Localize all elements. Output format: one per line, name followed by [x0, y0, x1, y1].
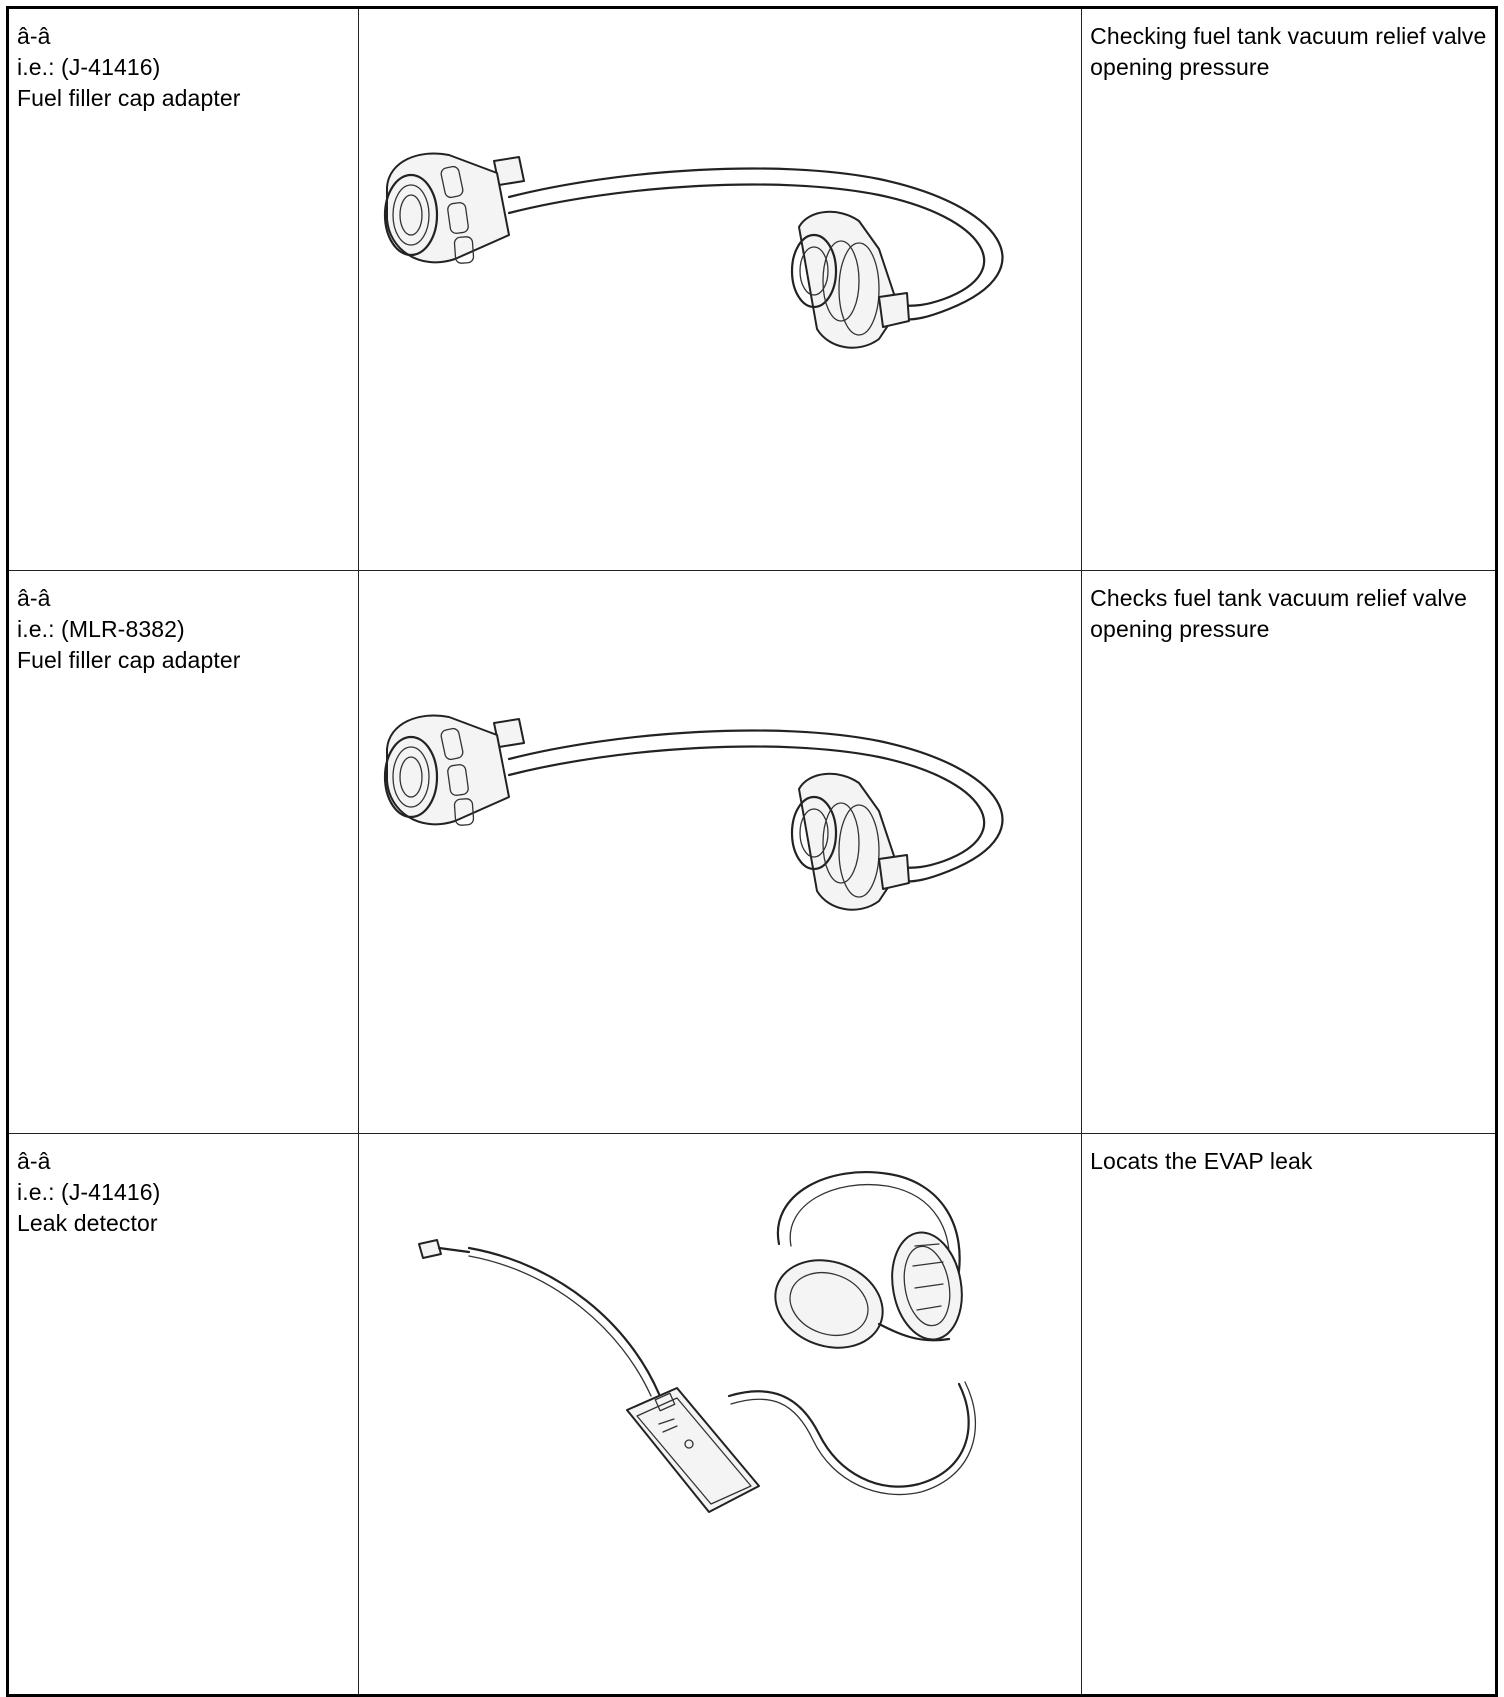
- tool-description-cell: Checking fuel tank vacuum relief valve o…: [1081, 7, 1497, 571]
- table-row: â-â i.e.: (J-41416) Leak detector: [7, 1133, 1497, 1697]
- tool-part-number: i.e.: (J-41416): [17, 54, 161, 80]
- tool-description: Checking fuel tank vacuum relief valve o…: [1090, 23, 1487, 80]
- tool-image-cell: [357, 7, 1083, 572]
- fuel-filler-cap-adapter-icon: [359, 571, 1081, 1134]
- tool-description: Locats the EVAP leak: [1090, 1148, 1313, 1174]
- tool-label-cell: â-â i.e.: (J-41416) Fuel filler cap adap…: [7, 7, 359, 571]
- table-row: â-â i.e.: (J-41416) Fuel filler cap adap…: [7, 7, 1497, 572]
- tool-description-cell: Locats the EVAP leak: [1081, 1133, 1497, 1696]
- tool-name: Fuel filler cap adapter: [17, 647, 241, 673]
- fuel-filler-cap-adapter-icon: [359, 9, 1081, 572]
- tool-symbol: â-â: [17, 23, 51, 49]
- leak-detector-icon: [359, 1134, 1081, 1697]
- tool-symbol: â-â: [17, 585, 51, 611]
- tool-name: Leak detector: [17, 1210, 158, 1236]
- tool-name: Fuel filler cap adapter: [17, 85, 241, 111]
- tool-description-cell: Checks fuel tank vacuum relief valve ope…: [1081, 570, 1497, 1134]
- tool-image-cell: [357, 1133, 1083, 1697]
- tool-image-cell: [357, 570, 1083, 1134]
- tool-label-cell: â-â i.e.: (J-41416) Leak detector: [7, 1133, 359, 1696]
- tool-label-cell: â-â i.e.: (MLR-8382) Fuel filler cap ada…: [7, 570, 359, 1134]
- tool-part-number: i.e.: (J-41416): [17, 1179, 161, 1205]
- tool-description: Checks fuel tank vacuum relief valve ope…: [1090, 585, 1468, 642]
- tool-symbol: â-â: [17, 1148, 51, 1174]
- table-row: â-â i.e.: (MLR-8382) Fuel filler cap ada…: [7, 570, 1497, 1134]
- tool-part-number: i.e.: (MLR-8382): [17, 616, 185, 642]
- special-tools-table: â-â i.e.: (J-41416) Fuel filler cap adap…: [6, 6, 1498, 1697]
